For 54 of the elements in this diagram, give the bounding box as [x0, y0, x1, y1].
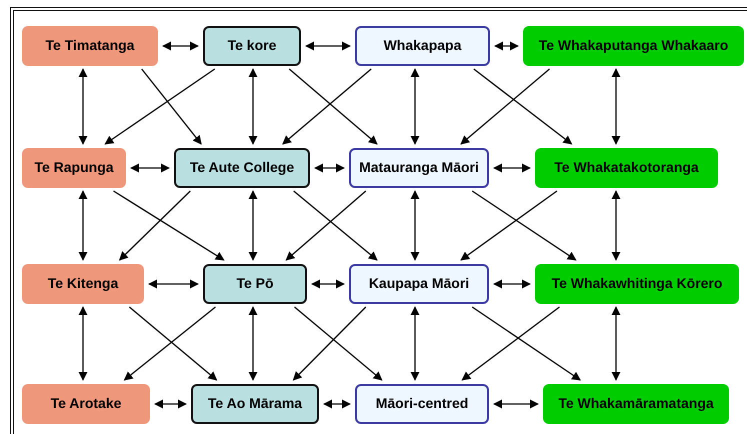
arrow [460, 190, 558, 261]
arrow [294, 306, 382, 381]
arrow [248, 68, 258, 145]
concept-box: Te Rapunga [22, 148, 126, 188]
arrow [410, 306, 420, 381]
concept-box: Te Kitenga [22, 264, 144, 304]
concept-box: Te kore [203, 26, 301, 66]
arrow [118, 190, 191, 261]
arrow [162, 42, 199, 50]
arrow [141, 68, 202, 145]
arrow [311, 280, 345, 288]
concept-box: Te Whakawhitinga Kōrero [535, 264, 739, 304]
concept-box: Te Ao Mārama [191, 384, 319, 424]
arrow [104, 68, 216, 145]
arrow [148, 280, 199, 288]
arrow [78, 68, 88, 145]
arrow [292, 306, 366, 381]
arrow [494, 42, 519, 50]
concept-box: Te Whakaputanga Whakaaro [523, 26, 744, 66]
arrow [130, 164, 170, 172]
arrow [323, 400, 351, 408]
concept-box: Kaupapa Māori [349, 264, 489, 304]
arrow [248, 306, 258, 381]
arrow [410, 190, 420, 261]
arrow [472, 306, 581, 381]
arrow [293, 190, 378, 261]
concept-box: Te Aute College [174, 148, 310, 188]
concept-box: Te Timatanga [22, 26, 158, 66]
concept-box: Te Whakamāramatanga [543, 384, 729, 424]
concept-box: Te Whakatakotoranga [535, 148, 718, 188]
concept-box: Te Pō [203, 264, 307, 304]
arrow [472, 190, 577, 261]
arrow [248, 190, 258, 261]
arrow [410, 68, 420, 145]
arrow [78, 190, 88, 261]
arrow [493, 280, 531, 288]
arrow [113, 190, 225, 261]
arrow [286, 190, 366, 261]
arrow [461, 306, 560, 381]
arrow [305, 42, 351, 50]
arrow [154, 400, 187, 408]
concept-box: Te Arotake [22, 384, 150, 424]
arrow [460, 68, 550, 145]
concept-box: Matauranga Māori [349, 148, 489, 188]
arrow [493, 164, 531, 172]
concept-box: Māori-centred [355, 384, 489, 424]
arrow [78, 306, 88, 381]
arrow [314, 164, 345, 172]
arrow [473, 68, 572, 145]
arrow [612, 190, 620, 261]
arrow [493, 400, 539, 408]
arrow [612, 68, 620, 145]
arrow [612, 306, 620, 381]
concept-box: Whakapapa [355, 26, 490, 66]
